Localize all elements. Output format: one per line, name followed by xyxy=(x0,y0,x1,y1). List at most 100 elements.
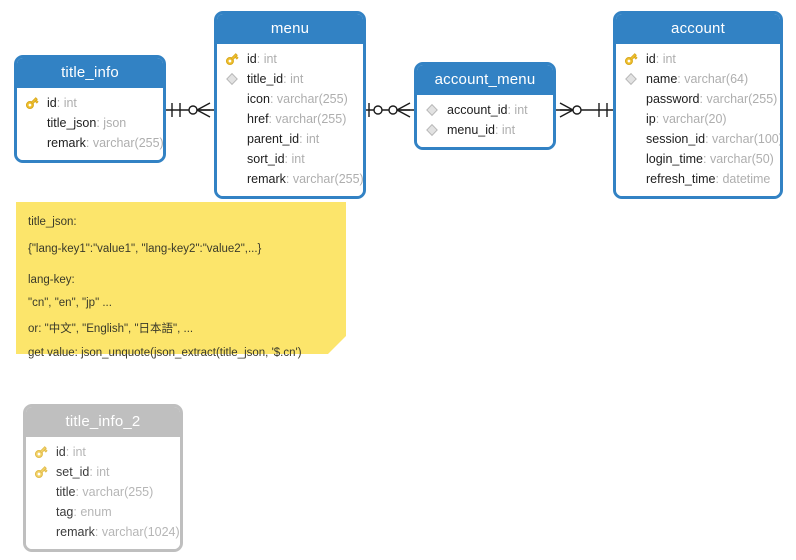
entity-title-account_menu: account_menu xyxy=(417,65,553,95)
field-type: enum xyxy=(80,505,112,519)
note-line: get value: json_unquote(json_extract(tit… xyxy=(28,347,302,359)
field-separator: : xyxy=(73,505,81,519)
field-type: datetime xyxy=(722,172,771,186)
relationship-connector-account_menu-account[interactable] xyxy=(556,90,613,130)
field-row[interactable]: set_id: int xyxy=(26,462,180,482)
field-row[interactable]: href: varchar(255) xyxy=(217,109,363,129)
field-type: varchar(255) xyxy=(706,92,778,106)
field-row[interactable]: sort_id: int xyxy=(217,149,363,169)
note-line: "cn", "en", "jp" ... xyxy=(28,297,112,309)
primary-key-icon xyxy=(24,95,40,111)
field-type: varchar(255) xyxy=(275,112,347,126)
field-name: id xyxy=(56,445,66,459)
field-separator: : xyxy=(283,72,291,86)
foreign-key-icon xyxy=(623,71,639,87)
note-line: {"lang-key1":"value1", "lang-key2":"valu… xyxy=(28,243,262,255)
field-row[interactable]: parent_id: int xyxy=(217,129,363,149)
field-separator: : xyxy=(507,103,515,117)
field-name: icon xyxy=(247,92,270,106)
field-separator: : xyxy=(285,172,293,186)
field-row[interactable]: tag: enum xyxy=(26,502,180,522)
field-separator: : xyxy=(75,485,83,499)
field-row[interactable]: remark: varchar(255) xyxy=(17,133,163,153)
primary-key-icon xyxy=(224,51,240,67)
field-name: sort_id xyxy=(247,152,285,166)
field-separator: : xyxy=(56,96,64,110)
field-type: varchar(64) xyxy=(684,72,749,86)
field-name: remark xyxy=(47,136,86,150)
field-separator: : xyxy=(705,132,713,146)
field-row[interactable]: id: int xyxy=(616,49,780,69)
field-type: varchar(255) xyxy=(276,92,348,106)
field-row[interactable]: password: varchar(255) xyxy=(616,89,780,109)
foreign-key-icon xyxy=(224,71,240,87)
field-row[interactable]: remark: varchar(1024) xyxy=(26,522,180,542)
field-separator: : xyxy=(494,123,502,137)
field-separator: : xyxy=(677,72,685,86)
field-separator: : xyxy=(702,152,710,166)
relationship-connector-title_info-menu[interactable] xyxy=(166,90,214,130)
field-row[interactable]: menu_id: int xyxy=(417,120,553,140)
field-row[interactable]: icon: varchar(255) xyxy=(217,89,363,109)
field-name: parent_id xyxy=(247,132,300,146)
field-separator: : xyxy=(94,525,102,539)
field-row[interactable]: title: varchar(255) xyxy=(26,482,180,502)
field-name: id xyxy=(47,96,57,110)
field-type: varchar(50) xyxy=(709,152,774,166)
primary-key-icon xyxy=(33,464,49,480)
field-type: varchar(1024) xyxy=(101,525,180,539)
field-row[interactable]: remark: varchar(255) xyxy=(217,169,363,189)
note-line: lang-key: xyxy=(28,274,75,286)
field-separator: : xyxy=(284,152,292,166)
field-separator: : xyxy=(269,92,277,106)
field-separator: : xyxy=(96,116,104,130)
field-row[interactable]: id: int xyxy=(26,442,180,462)
field-type: varchar(255) xyxy=(82,485,154,499)
field-type: varchar(100) xyxy=(712,132,783,146)
field-type: varchar(255) xyxy=(92,136,164,150)
field-name: account_id xyxy=(447,103,508,117)
field-row[interactable]: title_json: json xyxy=(17,113,163,133)
field-row[interactable]: refresh_time: datetime xyxy=(616,169,780,189)
field-separator: : xyxy=(85,136,93,150)
relationship-connector-menu-account_menu[interactable] xyxy=(366,90,414,130)
field-name: href xyxy=(247,112,269,126)
sticky-note[interactable]: title_json: {"lang-key1":"value1", "lang-… xyxy=(16,202,346,359)
field-row[interactable]: account_id: int xyxy=(417,100,553,120)
field-row[interactable]: title_id: int xyxy=(217,69,363,89)
field-name: password xyxy=(646,92,700,106)
field-type: int xyxy=(514,103,528,117)
field-row[interactable]: session_id: varchar(100) xyxy=(616,129,780,149)
field-row[interactable]: login_time: varchar(50) xyxy=(616,149,780,169)
field-name: title_id xyxy=(247,72,284,86)
entity-title-title_info_2: title_info_2 xyxy=(26,407,180,437)
field-separator: : xyxy=(715,172,723,186)
field-type: int xyxy=(72,445,86,459)
field-type: int xyxy=(306,132,320,146)
field-row[interactable]: id: int xyxy=(217,49,363,69)
field-row[interactable]: name: varchar(64) xyxy=(616,69,780,89)
field-type: varchar(255) xyxy=(292,172,364,186)
entity-title-menu: menu xyxy=(217,14,363,44)
field-type: int xyxy=(63,96,77,110)
field-type: int xyxy=(290,72,304,86)
note-line: title_json: xyxy=(28,216,77,228)
field-name: name xyxy=(646,72,678,86)
field-row[interactable]: ip: varchar(20) xyxy=(616,109,780,129)
primary-key-icon xyxy=(33,444,49,460)
field-type: varchar(20) xyxy=(662,112,727,126)
field-type: int xyxy=(96,465,110,479)
field-name: refresh_time xyxy=(646,172,716,186)
field-type: int xyxy=(263,52,277,66)
field-row[interactable]: id: int xyxy=(17,93,163,113)
